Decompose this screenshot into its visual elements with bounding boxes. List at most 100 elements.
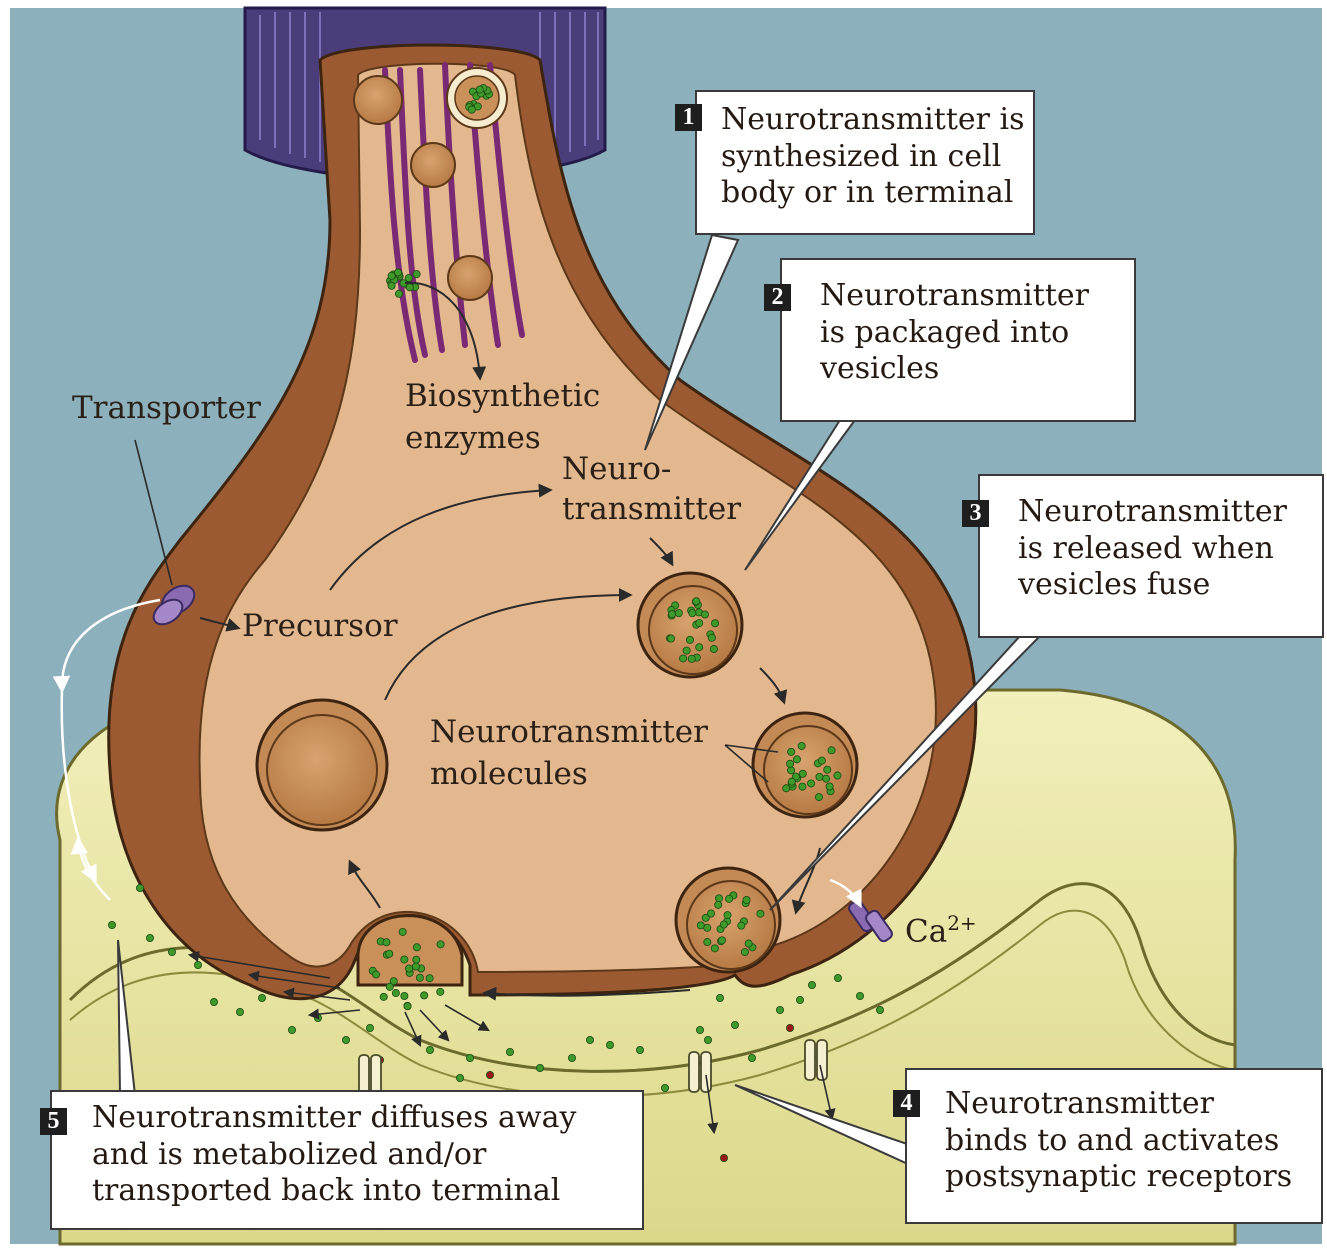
neurotransmitter-dot <box>606 1041 613 1048</box>
neurotransmitter-dot <box>108 921 115 928</box>
neurotransmitter-dot <box>826 783 833 790</box>
secretory-granule <box>448 256 492 300</box>
neurotransmitter-dot <box>793 756 800 763</box>
neurotransmitter-dot <box>799 770 806 777</box>
neurotransmitter-dot <box>818 757 825 764</box>
calcium-charge: 2+ <box>947 911 976 935</box>
neurotransmitter-dot <box>466 1054 473 1061</box>
neurotransmitter-dot <box>421 992 428 999</box>
neurotransmitter-dot <box>689 610 696 617</box>
neurotransmitter-dot <box>696 644 703 651</box>
label-calcium: Ca2+ <box>905 912 977 950</box>
neurotransmitter-dot <box>386 950 393 957</box>
step-1-callout: 1 Neurotransmitter is synthesized in cel… <box>695 90 1035 235</box>
neurotransmitter-dot <box>136 884 143 891</box>
neurotransmitter-dot <box>716 994 723 1001</box>
neurotransmitter-dot <box>693 598 700 605</box>
neurotransmitter-dot <box>413 271 420 278</box>
secretory-granule <box>411 143 455 187</box>
neurotransmitter-dot <box>715 895 722 902</box>
metabolite-dot <box>720 1154 727 1161</box>
neurotransmitter-dot <box>783 785 790 792</box>
calcium-symbol: Ca <box>905 913 947 949</box>
neurotransmitter-dot <box>568 1054 575 1061</box>
neurotransmitter-dot <box>388 282 395 289</box>
neurotransmitter-dot <box>401 956 408 963</box>
neurotransmitter-dot <box>697 922 704 929</box>
neurotransmitter-dot <box>366 1024 373 1031</box>
neurotransmitter-dot <box>743 896 750 903</box>
neurotransmitter-dot <box>210 998 217 1005</box>
neurotransmitter-dot <box>383 939 390 946</box>
neurotransmitter-dot <box>468 106 475 113</box>
step-1-line-2: synthesized in cell <box>721 139 1025 176</box>
neurotransmitter-dot <box>816 773 823 780</box>
neurotransmitter-dot <box>686 636 693 643</box>
neurotransmitter-dot <box>372 971 379 978</box>
neurotransmitter-dot <box>745 940 752 947</box>
neurotransmitter-dot <box>636 1046 643 1053</box>
step-3-line-3: vesicles fuse <box>1018 567 1287 604</box>
neurotransmitter-dot <box>380 993 387 1000</box>
neurotransmitter-dot <box>748 1054 755 1061</box>
neurotransmitter-dot <box>437 941 444 948</box>
neurotransmitter-dot <box>426 1046 433 1053</box>
neurotransmitter-dot <box>426 975 433 982</box>
neurotransmitter-dot <box>708 634 715 641</box>
neurotransmitter-dot <box>807 780 814 787</box>
step-3-line-1: Neurotransmitter <box>1018 494 1287 531</box>
step-3-line-2: is released when <box>1018 531 1287 568</box>
step-1-number: 1 <box>675 104 702 131</box>
neurotransmitter-dot <box>194 961 201 968</box>
label-neurotransmitter-molecules-line2: molecules <box>430 756 588 793</box>
neurotransmitter-dot <box>405 274 412 281</box>
step-5-callout: 5 Neurotransmitter diffuses away and is … <box>50 1090 644 1230</box>
neurotransmitter-dot <box>711 945 718 952</box>
neurotransmitter-dot <box>834 974 841 981</box>
neurotransmitter-dot <box>787 767 794 774</box>
label-transmitter: transmitter <box>562 491 741 528</box>
neurotransmitter-dot <box>667 635 674 642</box>
neurotransmitter-dot <box>828 747 835 754</box>
neurotransmitter-dot <box>679 655 686 662</box>
step-4-line-3: postsynaptic receptors <box>945 1159 1292 1196</box>
vesicle-empty <box>257 700 387 830</box>
vesicle-filled-2 <box>753 713 857 817</box>
neurotransmitter-dot <box>711 620 718 627</box>
neurotransmitter-dot <box>536 1064 543 1071</box>
neurotransmitter-dot <box>731 1021 738 1028</box>
neurotransmitter-dot <box>715 901 722 908</box>
neurotransmitter-dot <box>506 1048 513 1055</box>
neurotransmitter-dot <box>701 611 708 618</box>
step-4-callout: 4 Neurotransmitter binds to and activate… <box>905 1068 1323 1224</box>
neurotransmitter-dot <box>401 992 408 999</box>
neurotransmitter-dot <box>876 1006 883 1013</box>
step-4-number: 4 <box>893 1090 920 1117</box>
label-neurotransmitter-molecules-line1: Neurotransmitter <box>430 714 708 751</box>
neurotransmitter-dot <box>688 655 695 662</box>
metabolite-dot <box>486 1071 493 1078</box>
neurotransmitter-dot <box>586 1036 593 1043</box>
step-2-line-1: Neurotransmitter <box>820 278 1089 315</box>
neurotransmitter-dot <box>710 645 717 652</box>
neurotransmitter-dot <box>815 793 822 800</box>
neurotransmitter-dot <box>834 772 841 779</box>
neurotransmitter-dot <box>236 1008 243 1015</box>
neurotransmitter-dot <box>395 290 402 297</box>
step-5-number: 5 <box>40 1108 67 1135</box>
neurotransmitter-dot <box>718 937 725 944</box>
neurotransmitter-dot <box>416 974 423 981</box>
step-2-callout: 2 Neurotransmitter is packaged into vesi… <box>780 258 1136 422</box>
neurotransmitter-dot <box>314 1014 321 1021</box>
neurotransmitter-dot <box>796 996 803 1003</box>
neurotransmitter-dot <box>704 1036 711 1043</box>
neurotransmitter-dot <box>413 956 420 963</box>
neurotransmitter-dot <box>386 983 393 990</box>
neurotransmitter-dot <box>456 1074 463 1081</box>
neurotransmitter-dot <box>696 619 703 626</box>
step-1-line-1: Neurotransmitter is <box>721 102 1025 139</box>
neurotransmitter-dot <box>724 911 731 918</box>
label-neuro: Neuro- <box>562 451 671 488</box>
neurotransmitter-dot <box>412 963 419 970</box>
neurotransmitter-dot <box>406 284 413 291</box>
